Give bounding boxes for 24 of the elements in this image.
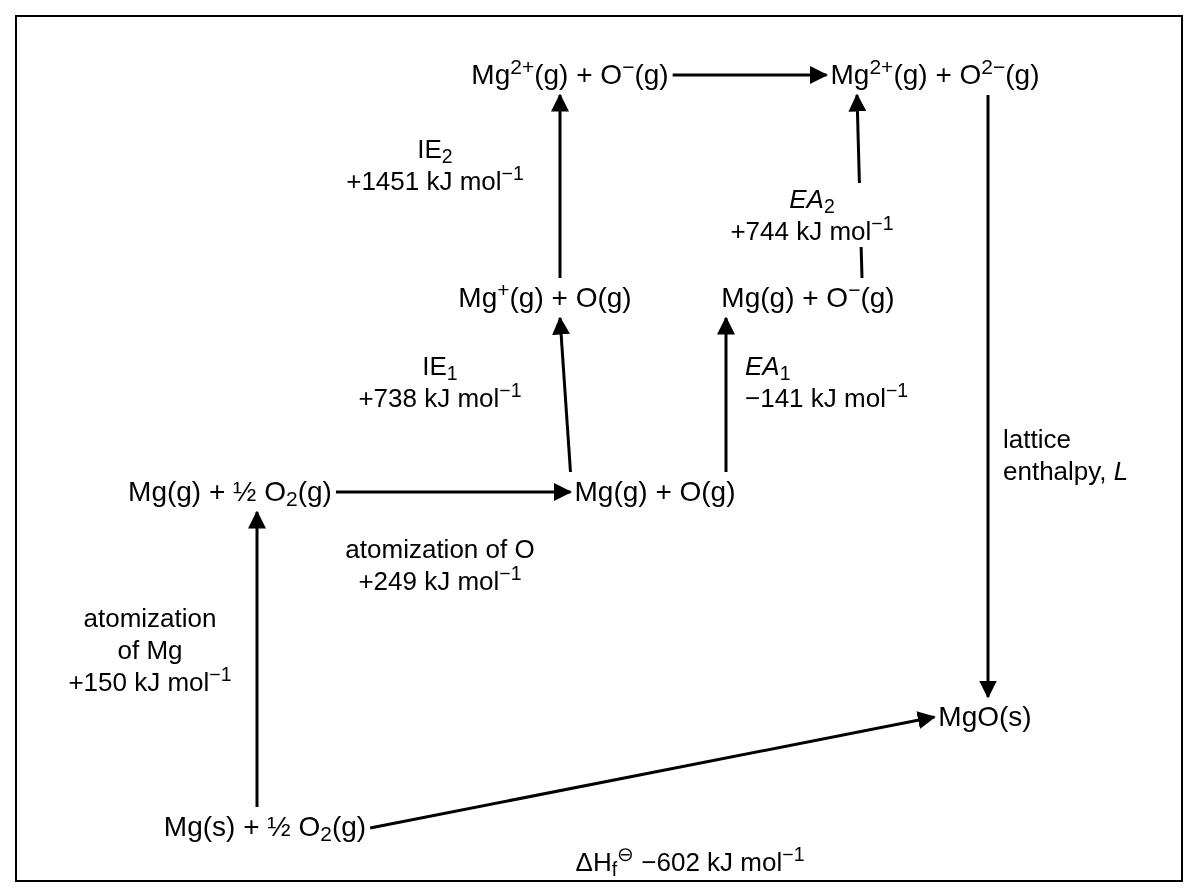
arrow [979, 95, 997, 699]
species-label: Mg(g) + ½ O$_{2}$(g) [128, 476, 332, 508]
arrow [551, 93, 569, 278]
edge-label: atomization of Mg +150 kJ mol$^{−1}$ [68, 602, 232, 698]
species-label: Mg(g) + O$^{−}$(g) [721, 282, 895, 314]
edge-label: ΔH$_{f}$$^{⊖}$ −602 kJ mol$^{−1}$ [575, 846, 805, 878]
edge-label: IE$_{1}$ +738 kJ mol$^{−1}$ [358, 350, 522, 414]
edge-label: EA$_{1}$ −141 kJ mol$^{−1}$ [745, 350, 909, 414]
species-label: Mg$^{+}$(g) + O(g) [458, 282, 632, 314]
edge-label: EA$_{2}$ +744 kJ mol$^{−1}$ [730, 183, 894, 247]
edge-label: lattice enthalpy, L [1003, 423, 1129, 487]
species-label: MgO(s) [938, 701, 1032, 733]
arrow [672, 66, 828, 84]
arrow [335, 483, 572, 501]
species-label: Mg$^{2+}$(g) + O$^{−}$(g) [471, 59, 669, 91]
edge-label: IE$_{2}$ +1451 kJ mol$^{−1}$ [346, 133, 524, 197]
species-label: Mg(s) + ½ O$_{2}$(g) [163, 811, 367, 843]
species-label: Mg$^{2+}$(g) + O$^{2−}$(g) [830, 59, 1040, 91]
arrow [248, 510, 266, 807]
arrow [552, 316, 572, 473]
species-label: Mg(g) + O(g) [574, 476, 736, 508]
arrow [717, 316, 735, 472]
arrow [369, 711, 936, 830]
edge-label: atomization of O +249 kJ mol$^{−1}$ [345, 533, 535, 597]
